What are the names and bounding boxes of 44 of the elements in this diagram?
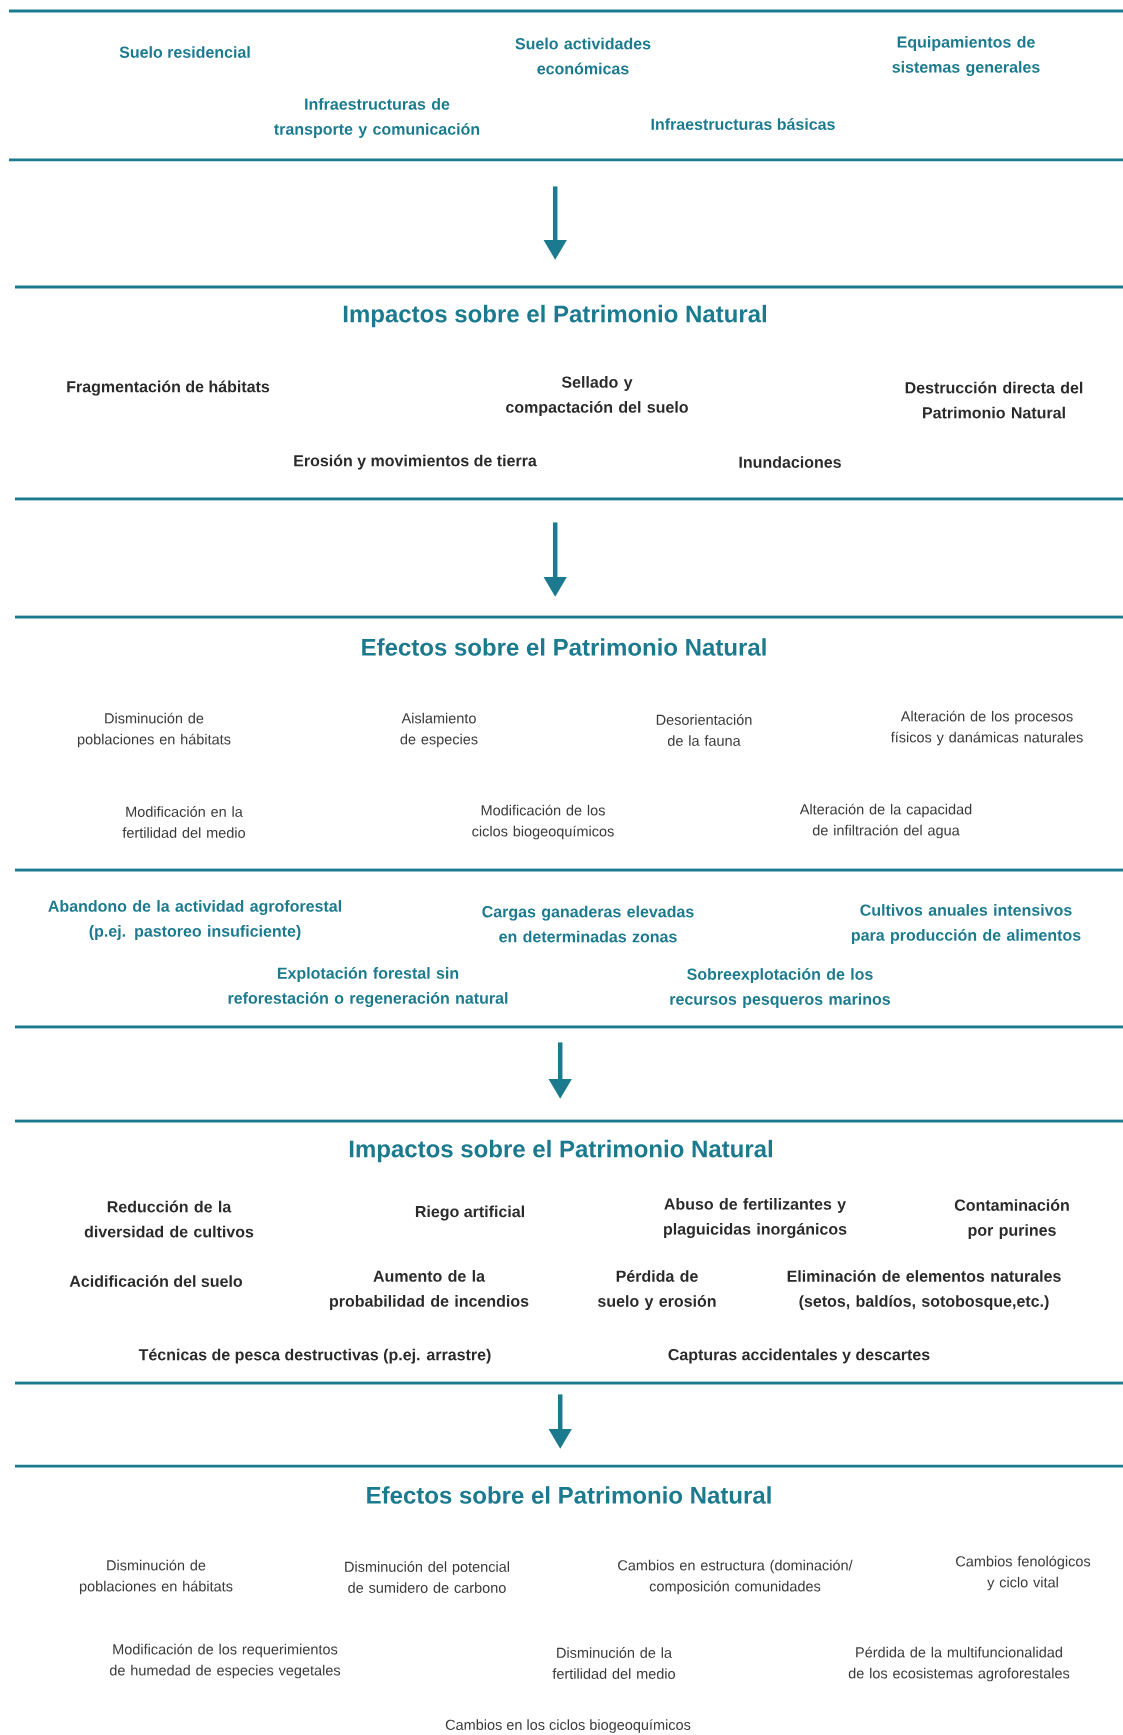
- land-use-label: Infraestructuras de transporte y comunicación: [274, 98, 480, 138]
- land-use-label: Abandono de la actividad agroforestal (p.ej. pastoreo insuficiente): [48, 900, 341, 940]
- section-heading: Efectos sobre el Patrimonio Natural: [367, 1486, 771, 1504]
- land-use-label: Cultivos anuales intensivos para producción de alimentos: [851, 904, 1081, 944]
- effect-label: Aislamiento de especies: [400, 712, 478, 748]
- section-heading: Impactos sobre el Patrimonio Natural: [349, 1139, 772, 1163]
- land-use-label: Explotación forestal sin reforestación o regeneración natural: [228, 966, 508, 1008]
- effect-label: Alteración de la capacidad de infiltración del agua: [799, 803, 972, 839]
- effect-label: Modificación de los ciclos biogeoquímicos: [472, 804, 614, 840]
- effect-label: Desorientación de la fauna: [656, 714, 752, 746]
- land-use-label: Sobreexplotación de los recursos pesqueros marinos: [670, 968, 890, 1009]
- section-heading: Efectos sobre el Patrimonio Natural: [362, 638, 766, 656]
- land-use-label: Suelo residencial: [119, 46, 250, 58]
- effect-label: Disminución de la fertilidad del medio: [552, 1647, 675, 1679]
- land-use-label: Infraestructuras básicas: [651, 118, 835, 130]
- impact-label: Reducción de la diversidad de cultivos: [84, 1200, 254, 1238]
- impact-label: Técnicas de pesca destructivas (p.ej. arrastre): [138, 1348, 491, 1364]
- impact-label: Riego artificial: [415, 1205, 524, 1221]
- land-use-label: Equipamientos de sistemas generales: [892, 36, 1040, 76]
- impact-label: Acidificación del suelo: [69, 1275, 243, 1287]
- effect-label: Alteración de los procesos físicos y danámicas naturales: [890, 710, 1083, 746]
- impact-label: Destrucción directa del Patrimonio Natural: [905, 381, 1083, 419]
- section-heading: Impactos sobre el Patrimonio Natural: [343, 304, 766, 328]
- impact-label: Sellado y compactación del suelo: [506, 376, 688, 416]
- impact-label: Inundaciones: [739, 456, 841, 468]
- land-use-label: Cargas ganaderas elevadas en determinadas zonas: [482, 905, 694, 943]
- effect-label: Pérdida de la multifuncionalidad de los ecosistemas agroforestales: [848, 1646, 1070, 1682]
- effect-label: Modificación de los requerimientos de humedad de especies vegetales: [109, 1643, 341, 1679]
- effect-label: Modificación en la fertilidad del medio: [122, 806, 245, 838]
- impact-label: Capturas accidentales y descartes: [668, 1348, 930, 1364]
- impact-label: Fragmentación de hábitats: [67, 380, 270, 396]
- impact-label: Eliminación de elementos naturales (setos, baldíos, sotobosque,etc.): [787, 1270, 1061, 1311]
- impact-label: Abuso de fertilizantes y plaguicidas inorgánicos: [664, 1198, 847, 1238]
- effect-label: Cambios fenológicos y ciclo vital: [956, 1555, 1091, 1591]
- impact-label: Contaminación por purines: [954, 1199, 1069, 1240]
- impact-label: Erosión y movimientos de tierra: [294, 454, 537, 470]
- impact-label: Pérdida de suelo y erosión: [598, 1270, 716, 1311]
- effect-label: Disminución del potencial de sumidero de carbono: [345, 1561, 509, 1593]
- effect-label: Disminución de poblaciones en hábitats: [79, 1559, 233, 1595]
- effect-label: Cambios en los ciclos biogeoquímicos: [445, 1719, 691, 1733]
- land-use-label: Suelo actividades económicas: [515, 37, 651, 75]
- impact-label: Aumento de la probabilidad de incendios: [330, 1270, 529, 1310]
- effect-label: Cambios en estructura (dominación/ composición comunidades: [618, 1559, 853, 1595]
- effect-label: Disminución de poblaciones en hábitats: [77, 712, 231, 748]
